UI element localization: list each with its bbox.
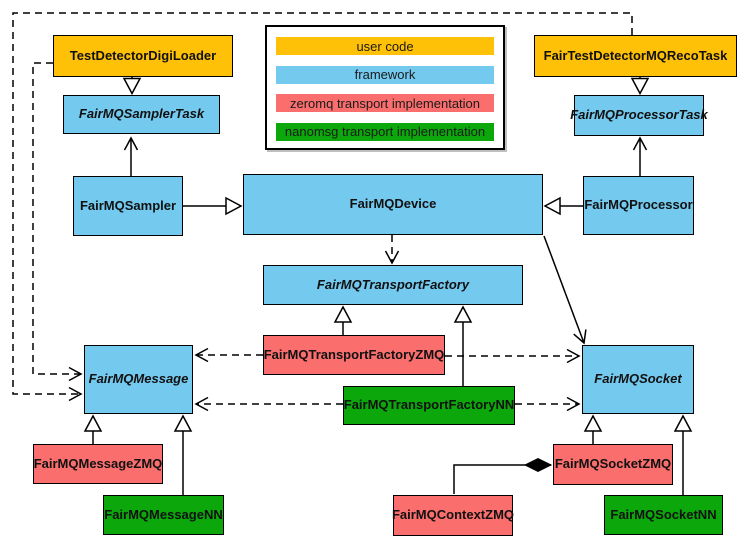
node-fairtestdetectormqrecotask: FairTestDetectorMQRecoTask (534, 35, 737, 77)
legend-item-nanomsg: nanomsg transport implementation (276, 122, 494, 141)
legend: user code framework zeromq transport imp… (265, 25, 505, 150)
node-fairmqtransportfactorynn: FairMQTransportFactoryNN (343, 386, 515, 425)
legend-item-zeromq: zeromq transport implementation (276, 94, 494, 113)
edge-contextzmq-socketzmq-composition (453, 457, 553, 494)
node-fairmqmessage: FairMQMessage (84, 345, 193, 414)
legend-item-framework: framework (276, 65, 494, 84)
node-fairmqsocketzmq: FairMQSocketZMQ (553, 444, 673, 485)
edge-recotask-message-dependency (12, 12, 633, 402)
node-fairmqmessagenn: FairMQMessageNN (103, 495, 224, 535)
node-fairmqdevice: FairMQDevice (243, 174, 543, 235)
node-fairmqsocketnn: FairMQSocketNN (604, 495, 723, 535)
node-testdetectordigiloader: TestDetectorDigiLoader (53, 35, 233, 77)
node-fairmqtransportfactoryzmq: FairMQTransportFactoryZMQ (263, 335, 445, 375)
node-fairmqmessagezmq: FairMQMessageZMQ (33, 444, 163, 484)
edge-device-socket-association (543, 235, 587, 345)
node-fairmqsocket: FairMQSocket (582, 345, 694, 414)
node-fairmqtransportfactory: FairMQTransportFactory (263, 265, 523, 305)
edge-digiloader-message-dependency (32, 62, 83, 382)
node-fairmqcontextzmq: FairMQContextZMQ (392, 495, 514, 536)
node-fairmqsampler: FairMQSampler (73, 176, 183, 236)
legend-item-user-code: user code (276, 37, 494, 55)
node-fairmqprocessortask: FairMQProcessorTask (570, 95, 708, 136)
node-fairmqsamplertask: FairMQSamplerTask (63, 95, 220, 134)
node-fairmqprocessor: FairMQProcessor (583, 176, 694, 235)
